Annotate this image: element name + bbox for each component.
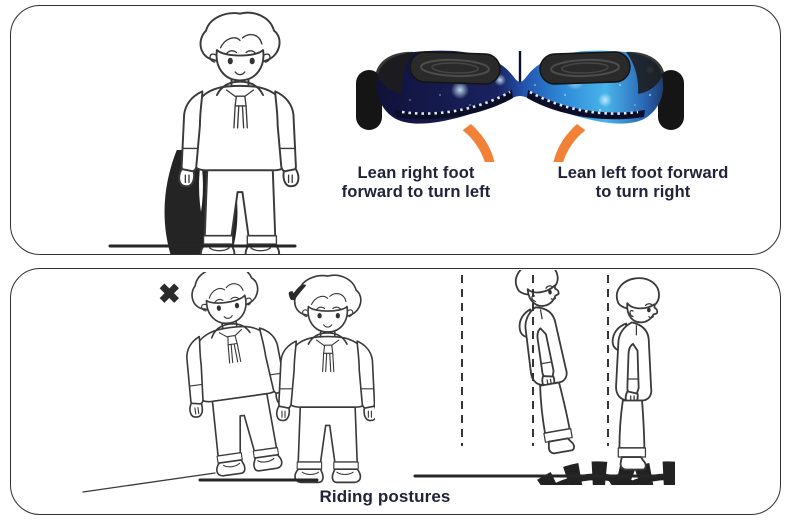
upright-figure <box>611 277 660 471</box>
led-band-left <box>395 90 513 120</box>
posture-comparison-illustration <box>82 272 375 493</box>
rider-front-illustration <box>108 11 300 254</box>
orange-arrow-left-icon <box>537 124 586 162</box>
right-wheel <box>658 70 684 130</box>
left-wheel <box>356 70 382 130</box>
led-band-right <box>527 90 645 120</box>
cross-icon: ✖ <box>158 279 181 309</box>
turn-left-caption-line2: forward to turn left <box>341 183 491 201</box>
led-dots-left <box>401 90 511 115</box>
turn-left-caption-line1: Lean right foot <box>357 164 475 182</box>
orange-arrow-right-icon <box>462 124 511 162</box>
right-fender <box>626 51 664 94</box>
check-icon: ✔ <box>286 278 309 308</box>
turn-right-caption-line2: to turn right <box>595 183 691 201</box>
right-foot-pad <box>539 51 631 85</box>
side-posture-figures <box>413 270 675 485</box>
turn-right-caption: Lean left foot forward to turn right <box>543 164 743 202</box>
riding-postures-caption: Riding postures <box>319 487 451 506</box>
left-foot-pad <box>409 51 501 85</box>
turn-right-caption-line1: Lean left foot forward <box>557 164 729 182</box>
hoverboard-photo <box>356 50 684 162</box>
turning-instructions-panel <box>10 5 781 255</box>
led-dots-right <box>529 90 639 115</box>
slanted-ground-line <box>82 472 216 493</box>
lean-back-figure <box>508 270 589 457</box>
turn-left-caption: Lean right foot forward to turn left <box>318 164 514 202</box>
left-fender <box>376 51 414 94</box>
